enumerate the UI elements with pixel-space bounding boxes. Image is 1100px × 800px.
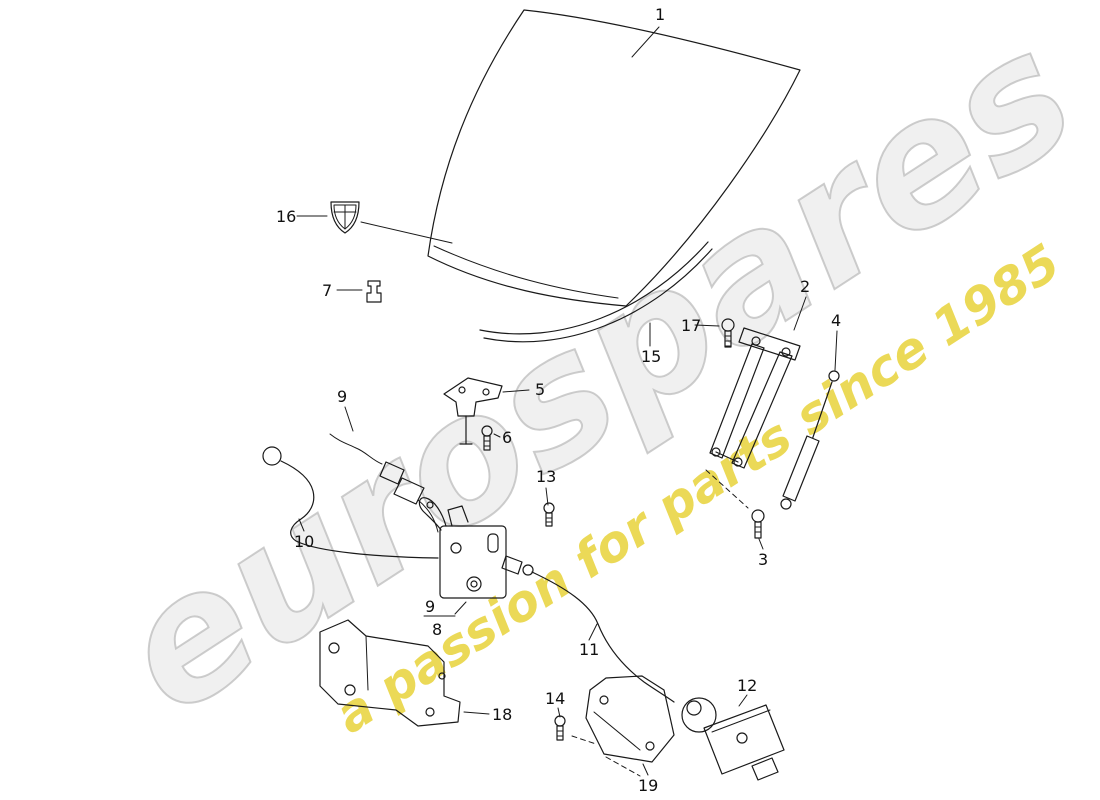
callout-part-7: 7 (322, 281, 333, 300)
hood-seal (479, 241, 713, 343)
callout-part-18: 18 (492, 705, 513, 724)
gas-strut (780, 370, 840, 510)
callout-part-9-lower: 9 (425, 597, 436, 616)
watermark: eurospares a passion for parts since 198… (85, 0, 1100, 754)
screw-14 (554, 715, 566, 741)
screw-6 (481, 425, 493, 451)
mounting-plate (585, 675, 675, 763)
callout-part-4: 4 (831, 311, 842, 330)
callout-part-15: 15 (641, 347, 662, 366)
callout-part-13: 13 (536, 467, 557, 486)
lock-actuator (681, 697, 785, 781)
mounting-bracket (319, 619, 461, 727)
callout-part-14: 14 (545, 689, 566, 708)
rubber-buffer (366, 280, 382, 303)
callout-part-3: 3 (758, 550, 769, 569)
callout-part-11: 11 (579, 640, 600, 659)
callout-part-8: 8 (432, 620, 443, 639)
callout-part-9-upper: 9 (337, 387, 348, 406)
callout-part-19: 19 (638, 776, 659, 795)
lock-cable (501, 555, 675, 703)
callout-part-1: 1 (655, 5, 666, 24)
hinge-assembly (709, 327, 801, 469)
callout-part-5: 5 (535, 380, 546, 399)
crest-badge (330, 201, 360, 234)
screw-17 (721, 318, 735, 348)
callout-part-17: 17 (681, 316, 702, 335)
dashed-reference-lines (571, 469, 749, 777)
diagram-line-art (262, 9, 840, 781)
hood-latch (418, 497, 507, 599)
callout-part-2: 2 (800, 277, 811, 296)
hood-cover (427, 9, 801, 307)
screw-3 (751, 509, 765, 539)
support-bracket (443, 377, 503, 445)
callout-part-16: 16 (276, 207, 297, 226)
release-cable (262, 433, 439, 559)
screw-13 (543, 502, 555, 527)
callout-part-6: 6 (502, 428, 513, 447)
callout-part-10: 10 (294, 532, 315, 551)
leader-lines (296, 26, 838, 776)
callout-part-12: 12 (737, 676, 758, 695)
